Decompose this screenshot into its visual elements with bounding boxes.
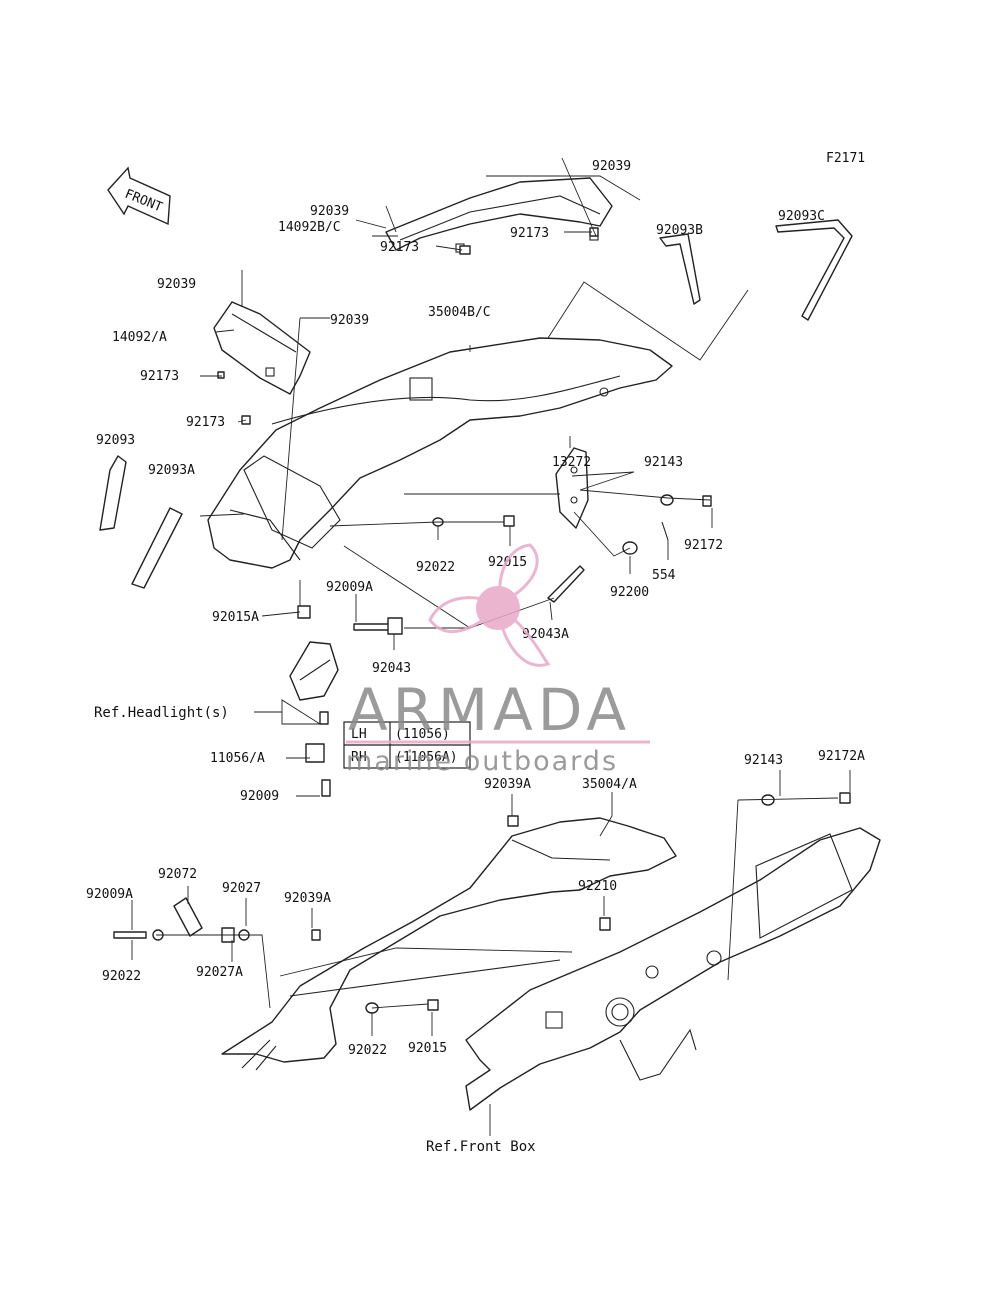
upper-rail-part bbox=[385, 177, 613, 253]
callout-92015-b: 92015 bbox=[408, 1041, 447, 1056]
ref-front-box-label: Ref.Front Box bbox=[426, 1139, 536, 1155]
table-row-lh-side: LH bbox=[351, 727, 367, 742]
callout-92022-a: 92022 bbox=[416, 560, 455, 575]
bracket-13272-part bbox=[555, 447, 589, 529]
callout-92173-c: 92173 bbox=[140, 369, 179, 384]
callout-92009: 92009 bbox=[240, 789, 279, 804]
leader-lines bbox=[131, 157, 851, 1136]
callout-13272: 13272 bbox=[552, 455, 591, 470]
front-panel-part bbox=[213, 301, 311, 395]
callout-92173-b: 92173 bbox=[510, 226, 549, 241]
upper-cover-part bbox=[207, 337, 673, 569]
callout-92093a: 92093A bbox=[148, 463, 195, 478]
callout-92093: 92093 bbox=[96, 433, 135, 448]
watermark: ARMADA marine outboards bbox=[346, 543, 650, 777]
callout-92072: 92072 bbox=[158, 867, 197, 882]
callout-92022-c: 92022 bbox=[348, 1043, 387, 1058]
callout-92093b: 92093B bbox=[656, 223, 703, 238]
callout-92173-d: 92173 bbox=[186, 415, 225, 430]
propeller-logo-icon bbox=[428, 543, 551, 667]
callout-92039a-b: 92039A bbox=[284, 891, 331, 906]
callout-92022-b: 92022 bbox=[102, 969, 141, 984]
trim-strip-92093-part bbox=[99, 455, 127, 531]
callout-92172: 92172 bbox=[684, 538, 723, 553]
callout-92039-l3: 92039 bbox=[330, 313, 369, 328]
callout-92039-l2: 92039 bbox=[157, 277, 196, 292]
callout-92027a: 92027A bbox=[196, 965, 243, 980]
watermark-title: ARMADA bbox=[348, 676, 631, 744]
figure-code: F2171 bbox=[826, 151, 865, 166]
ref-headlight-label: Ref.Headlight(s) bbox=[94, 705, 229, 721]
callout-92143-a: 92143 bbox=[644, 455, 683, 470]
lower-cover-part bbox=[221, 817, 881, 1111]
callout-92143-b: 92143 bbox=[744, 753, 783, 768]
callout-92210: 92210 bbox=[578, 879, 617, 894]
callout-92093c: 92093C bbox=[778, 209, 825, 224]
callout-554: 554 bbox=[652, 568, 676, 583]
headlight-bracket-part bbox=[289, 641, 339, 763]
callout-labels: 92039 92039 14092B/C 92173 92173 92093B … bbox=[86, 159, 865, 1058]
variant-table: LH (11056) RH (11056A) bbox=[343, 721, 471, 769]
callout-35004a: 35004/A bbox=[582, 777, 637, 792]
watermark-subtitle: marine outboards bbox=[346, 746, 618, 777]
front-arrow-icon: FRONT bbox=[107, 166, 171, 226]
callout-92173-a: 92173 bbox=[380, 240, 419, 255]
callout-92009a-a: 92009A bbox=[326, 580, 373, 595]
table-row-rh-side: RH bbox=[351, 750, 367, 765]
callout-92039-left: 92039 bbox=[310, 204, 349, 219]
callout-11056a: 11056/A bbox=[210, 751, 265, 766]
callout-92009a-b: 92009A bbox=[86, 887, 133, 902]
callout-92200: 92200 bbox=[610, 585, 649, 600]
callout-92043: 92043 bbox=[372, 661, 411, 676]
callout-92039a-a: 92039A bbox=[484, 777, 531, 792]
trim-strip-92093c-part bbox=[775, 219, 853, 321]
callout-14092a: 14092/A bbox=[112, 330, 167, 345]
callout-92172a: 92172A bbox=[818, 749, 865, 764]
callout-92027: 92027 bbox=[222, 881, 261, 896]
trim-strip-92093a-part bbox=[131, 507, 183, 589]
callout-92043a: 92043A bbox=[522, 627, 569, 642]
callout-14092bc: 14092B/C bbox=[278, 220, 341, 235]
callout-92015a: 92015A bbox=[212, 610, 259, 625]
callout-35004bc: 35004B/C bbox=[428, 305, 491, 320]
table-row-lh-part: (11056) bbox=[395, 727, 450, 742]
trim-strip-92093b-part bbox=[659, 233, 701, 305]
table-row-rh-part: (11056A) bbox=[395, 750, 458, 765]
callout-92039-top: 92039 bbox=[592, 159, 631, 174]
